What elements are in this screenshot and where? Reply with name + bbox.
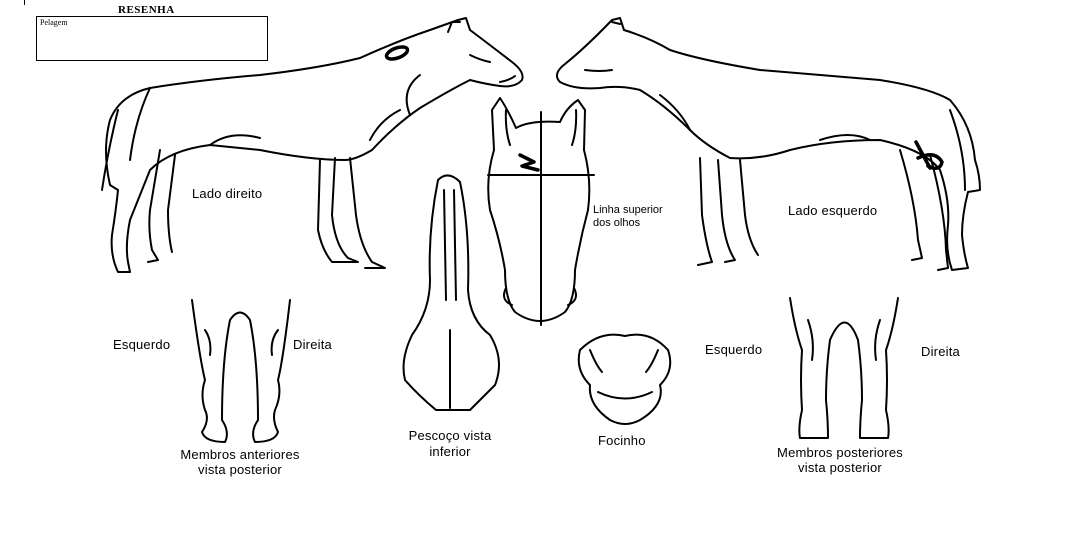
neck-inferior-view[interactable] (402, 174, 500, 411)
caption-membros-posteriores: Membros posteriores vista posterior (745, 445, 935, 475)
caption-membros-posteriores-line1: Membros posteriores (777, 445, 903, 460)
hind-legs-posterior[interactable] (789, 297, 899, 439)
caption-membros-anteriores-line1: Membros anteriores (180, 447, 300, 462)
horse-left-side[interactable] (555, 17, 981, 271)
label-hind-direita: Direita (921, 344, 960, 359)
caption-pescoco-line2: inferior (429, 444, 471, 459)
pelagem-field[interactable] (36, 16, 268, 61)
pelagem-label: Pelagem (40, 18, 68, 27)
caption-membros-anteriores: Membros anteriores vista posterior (150, 447, 330, 477)
caption-pescoco: Pescoço vista inferior (385, 428, 515, 460)
caption-membros-anteriores-line2: vista posterior (198, 462, 282, 477)
label-hind-esquerdo: Esquerdo (705, 342, 763, 357)
caption-focinho: Focinho (598, 433, 646, 448)
label-lado-esquerdo: Lado esquerdo (788, 203, 878, 218)
muzzle-view[interactable] (577, 333, 672, 425)
caption-membros-posteriores-line2: vista posterior (798, 460, 882, 475)
label-front-direita: Direita (293, 337, 332, 352)
label-linha-superior-line2: dos olhos (593, 217, 641, 229)
front-legs-posterior[interactable] (191, 299, 291, 443)
label-linha-superior: Linha superior dos olhos (593, 204, 663, 230)
label-front-esquerdo: Esquerdo (113, 337, 171, 352)
horse-right-side[interactable] (101, 17, 524, 273)
head-front-view[interactable] (487, 97, 595, 326)
caption-pescoco-line1: Pescoço vista (408, 428, 492, 443)
form-title: RESENHA (118, 4, 175, 16)
scan-mark (24, 0, 25, 5)
label-linha-superior-line1: Linha superior (593, 204, 663, 216)
label-lado-direito: Lado direito (192, 186, 263, 201)
